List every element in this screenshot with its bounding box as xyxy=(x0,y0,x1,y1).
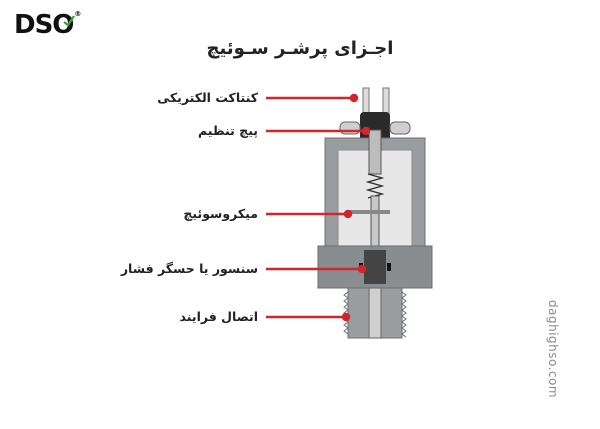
thread-right xyxy=(401,291,407,338)
pointer-dot-sensor xyxy=(357,264,367,274)
label-pressure-sensor: سنسور یا حسگر فشار xyxy=(120,261,258,276)
pressure-port xyxy=(368,287,382,339)
adjustment-screw xyxy=(368,129,382,175)
brand-logo: DSO® xyxy=(14,10,81,40)
contact-cap-right xyxy=(389,121,411,135)
watermark: daghighso.com xyxy=(546,300,560,399)
microswitch-lever xyxy=(350,210,390,214)
pointer-dot-process xyxy=(341,312,351,322)
label-electrical-contact: کنتاکت الکتریکی xyxy=(157,90,258,105)
contact-terminal-right xyxy=(382,87,390,117)
diagram-title: اجـزای پرشـر سـوئیچ xyxy=(206,38,394,59)
logo-check-icon xyxy=(63,15,75,27)
spring xyxy=(365,173,385,199)
thread-left xyxy=(343,291,349,335)
label-process-connection: اتصال فرایند xyxy=(179,309,258,324)
label-adjustment-screw: پیچ تنظیم xyxy=(197,123,258,138)
pointer-dot-microswitch xyxy=(343,209,353,219)
pointer-dot-screw xyxy=(361,126,371,136)
pointer-dot-contact xyxy=(349,93,359,103)
sensor-block xyxy=(364,250,386,284)
logo-text: DSO xyxy=(14,10,74,40)
plunger xyxy=(370,195,380,253)
logo-registered-mark: ® xyxy=(74,10,81,18)
label-microswitch: میکروسوئیچ xyxy=(183,206,258,221)
contact-terminal-left xyxy=(362,87,370,117)
sensor-seal-right xyxy=(387,263,391,271)
